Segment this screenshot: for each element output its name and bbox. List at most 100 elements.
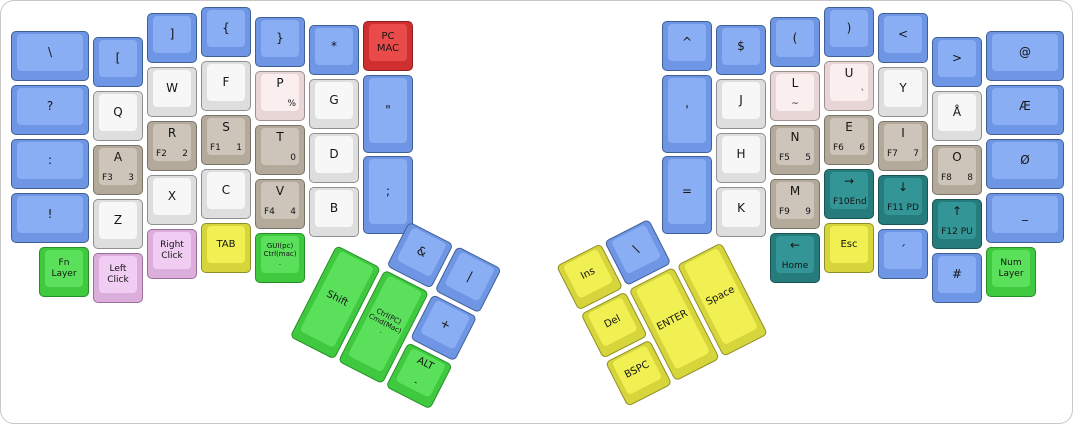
key-bracket-open[interactable]: [ [93, 37, 143, 87]
key-double-quote[interactable]: " [363, 75, 413, 153]
key-main-legend: T [276, 130, 284, 144]
key-semicolon[interactable]: ; [363, 156, 413, 234]
key-u[interactable]: U` [824, 61, 874, 111]
key-g[interactable]: G [309, 79, 359, 129]
key-paren-open[interactable]: ( [770, 17, 820, 67]
key-sub-legend-bc [790, 208, 805, 217]
key-sub-legends: % [264, 100, 296, 109]
key-equals[interactable]: = [662, 156, 712, 234]
key-z[interactable]: Z [93, 199, 143, 249]
key-acute[interactable]: ´ [878, 229, 928, 279]
key-colon[interactable]: : [11, 139, 89, 189]
key-num-layer[interactable]: Num Layer [986, 247, 1036, 297]
key-main-legend: S [222, 120, 230, 134]
key-asterisk[interactable]: * [309, 25, 359, 75]
key-backslash[interactable]: \ [11, 31, 89, 81]
key-caret[interactable]: ^ [662, 21, 712, 71]
key-tab[interactable]: TAB [201, 223, 251, 273]
key-h[interactable]: H [716, 133, 766, 183]
key-apostrophe[interactable]: ' [662, 75, 712, 153]
key-brace-close[interactable]: } [255, 17, 305, 67]
key-oslash[interactable]: Ø [986, 139, 1064, 189]
keytop: " [369, 78, 407, 143]
key-main-legend: → [843, 174, 855, 188]
keytop: ) [830, 10, 868, 47]
key-main-legend: Y [899, 80, 907, 95]
keytop: { [207, 10, 245, 47]
key-main-legend: Fn Layer [51, 258, 77, 279]
key-fn-layer[interactable]: Fn Layer [39, 247, 89, 297]
key-q[interactable]: Q [93, 91, 143, 141]
keytop: < [884, 16, 922, 53]
key-d[interactable]: D [309, 133, 359, 183]
key-main-legend: : [47, 152, 53, 167]
key-main-legend: * [331, 38, 337, 53]
key-f[interactable]: F [201, 61, 251, 111]
key-sub-legend-bl: F3 [102, 173, 113, 183]
key-w[interactable]: W [147, 67, 197, 117]
key-exclamation[interactable]: ! [11, 193, 89, 243]
key-sub-legend-br: % [287, 99, 296, 109]
key-underscore[interactable]: _ [986, 193, 1064, 243]
keytop: _ [992, 196, 1058, 233]
key-main-legend: D [329, 146, 339, 161]
key-sub-legend-br: ` [860, 89, 866, 99]
keytop: TAB [207, 226, 245, 263]
key-aring[interactable]: Å [932, 91, 982, 141]
key-x[interactable]: X [147, 175, 197, 225]
key-f10-end[interactable]: →F10End [824, 169, 874, 219]
key-p[interactable]: P% [255, 71, 305, 121]
keytop: K [722, 190, 760, 227]
keytop: ´ [884, 232, 922, 269]
key-sub-legends: 0 [264, 154, 296, 163]
keytop: W [153, 70, 191, 107]
key-bracket-close[interactable]: ] [147, 13, 197, 63]
key-hash[interactable]: # [932, 253, 982, 303]
key-at[interactable]: @ [986, 31, 1064, 81]
key-esc[interactable]: Esc [824, 223, 874, 273]
key-greater-than[interactable]: > [932, 37, 982, 87]
key-main-legend: Æ [1019, 98, 1031, 113]
key-main-legend: G [329, 92, 339, 107]
key-f12-pgup[interactable]: ↑F12 PU [932, 199, 982, 249]
key-gui[interactable]: GUI(pc) Ctrl(mac) . [255, 233, 305, 283]
keytop: ALT- [395, 347, 447, 398]
key-home[interactable]: ←Home [770, 233, 820, 283]
key-k[interactable]: K [716, 187, 766, 237]
key-b[interactable]: B [309, 187, 359, 237]
key-c[interactable]: C [201, 169, 251, 219]
key-f11-pgdn[interactable]: ↓F11 PD [878, 175, 928, 225]
key-less-than[interactable]: < [878, 13, 928, 63]
key-main-legend: Ins [578, 265, 597, 282]
key-l[interactable]: L~ [770, 71, 820, 121]
key-right-click[interactable]: Right Click [147, 229, 197, 279]
key-brace-open[interactable]: { [201, 7, 251, 57]
key-main-legend: GUI(pc) Ctrl(mac) . [263, 242, 297, 267]
key-main-legend: ( [792, 30, 798, 45]
key-ae[interactable]: Æ [986, 85, 1064, 135]
key-j[interactable]: J [716, 79, 766, 129]
key-y[interactable]: Y [878, 67, 928, 117]
keytop: ↓F11 PD [884, 178, 922, 215]
key-pc-mac[interactable]: PC MAC [363, 21, 413, 71]
key-sub-legend-bc [952, 174, 967, 183]
key-main-legend: P [276, 76, 284, 90]
key-left-click[interactable]: Left Click [93, 253, 143, 303]
key-main-legend: BSPC [622, 359, 652, 381]
key-question[interactable]: ? [11, 85, 89, 135]
key-dollar[interactable]: $ [716, 25, 766, 75]
key-paren-close[interactable]: ) [824, 7, 874, 57]
